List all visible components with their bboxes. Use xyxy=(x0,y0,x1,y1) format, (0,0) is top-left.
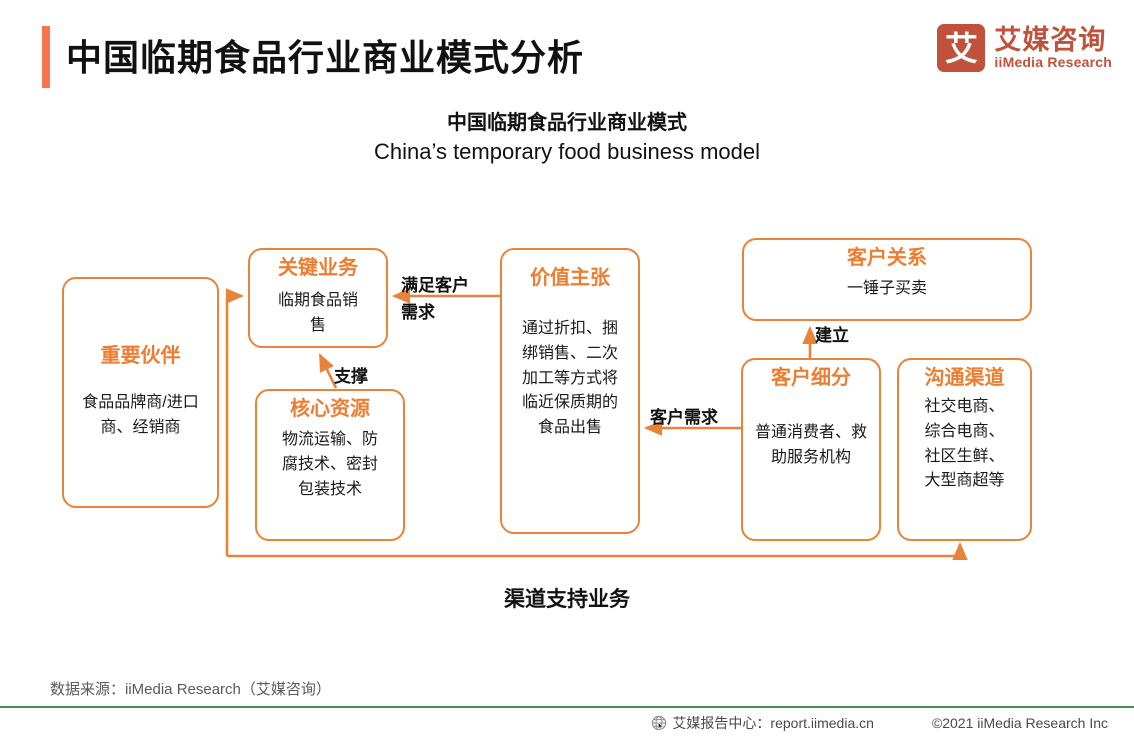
node-customer-segments-title: 客户细分 xyxy=(771,367,851,389)
node-customer-relationships-title: 客户关系 xyxy=(847,247,927,269)
node-key-resources[interactable]: 核心资源 物流运输、防腐技术、密封包装技术 xyxy=(255,389,405,541)
brand-logo: 艾 艾媒咨询 iiMedia Research xyxy=(937,24,1112,72)
footer-bar: 艾媒报告中心：report.iimedia.cn ©2021 iiMedia R… xyxy=(0,708,1134,737)
node-customer-relationships[interactable]: 客户关系 一锤子买卖 xyxy=(742,238,1032,321)
node-customer-segments[interactable]: 客户细分 普通消费者、救助服务机构 xyxy=(741,358,881,541)
edge-label-meet-demand-line2: 需求 xyxy=(401,303,435,323)
logo-name-en: iiMedia Research xyxy=(994,53,1112,70)
node-key-partners-title: 重要伙伴 xyxy=(100,345,181,368)
node-key-activities-body: 临期食品销售 xyxy=(277,292,358,334)
node-customer-segments-body: 普通消费者、救助服务机构 xyxy=(754,424,867,466)
globe-icon xyxy=(652,715,667,730)
node-value-proposition-body: 通过折扣、捆绑销售、二次加工等方式将临近保质期的食品出售 xyxy=(521,320,618,437)
footer-report-text: 艾媒报告中心：report.iimedia.cn xyxy=(672,714,874,731)
edge-label-meet-demand-line1: 满足客户 xyxy=(401,276,469,295)
footer-divider xyxy=(0,706,1134,708)
node-key-resources-title: 核心资源 xyxy=(290,398,370,420)
edge-label-support: 支撑 xyxy=(334,367,368,386)
node-key-partners[interactable]: 重要伙伴 食品品牌商/进口商、经销商 xyxy=(62,277,219,508)
node-key-activities-title: 关键业务 xyxy=(278,257,358,279)
logo-name-cn: 艾媒咨询 xyxy=(994,25,1107,56)
node-value-proposition-title: 价值主张 xyxy=(530,267,610,289)
node-channels[interactable]: 沟通渠道 社交电商、综合电商、社区生鲜、大型商超等 xyxy=(897,358,1032,541)
node-channels-body: 社交电商、综合电商、社区生鲜、大型商超等 xyxy=(924,398,1005,490)
node-value-proposition[interactable]: 价值主张 通过折扣、捆绑销售、二次加工等方式将临近保质期的食品出售 xyxy=(500,248,640,534)
edge-label-customer-demand: 客户需求 xyxy=(650,408,718,427)
source-note: 数据来源：iiMedia Research（艾媒咨询） xyxy=(50,681,331,698)
subtitle-english: China’s temporary food business model xyxy=(373,139,761,164)
footer-copyright: ©2021 iiMedia Research Inc xyxy=(931,714,1108,731)
logo-mark-icon: 艾 xyxy=(937,24,986,72)
chart-subtitle: 中国临期食品行业商业模式 China’s temporary food busi… xyxy=(0,110,1134,168)
logo-text: 艾媒咨询 iiMedia Research xyxy=(994,26,1112,69)
edge-label-channel-support: 渠道支持业务 xyxy=(504,588,630,611)
page-title: 中国临期食品行业商业模式分析 xyxy=(66,37,585,78)
subtitle-chinese: 中国临期食品行业商业模式 xyxy=(447,112,687,134)
node-key-partners-body: 食品品牌商/进口商、经销商 xyxy=(82,394,199,436)
node-channels-title: 沟通渠道 xyxy=(924,367,1005,389)
node-key-resources-body: 物流运输、防腐技术、密封包装技术 xyxy=(281,431,378,498)
title-accent-bar xyxy=(42,26,50,88)
edge-label-meet-demand: 满足客户 需求 xyxy=(401,272,469,326)
node-customer-relationships-body: 一锤子买卖 xyxy=(846,280,927,297)
node-key-activities[interactable]: 关键业务 临期食品销售 xyxy=(248,248,388,348)
edge-label-establish: 建立 xyxy=(815,326,849,345)
footer-report-center[interactable]: 艾媒报告中心：report.iimedia.cn xyxy=(651,713,874,733)
